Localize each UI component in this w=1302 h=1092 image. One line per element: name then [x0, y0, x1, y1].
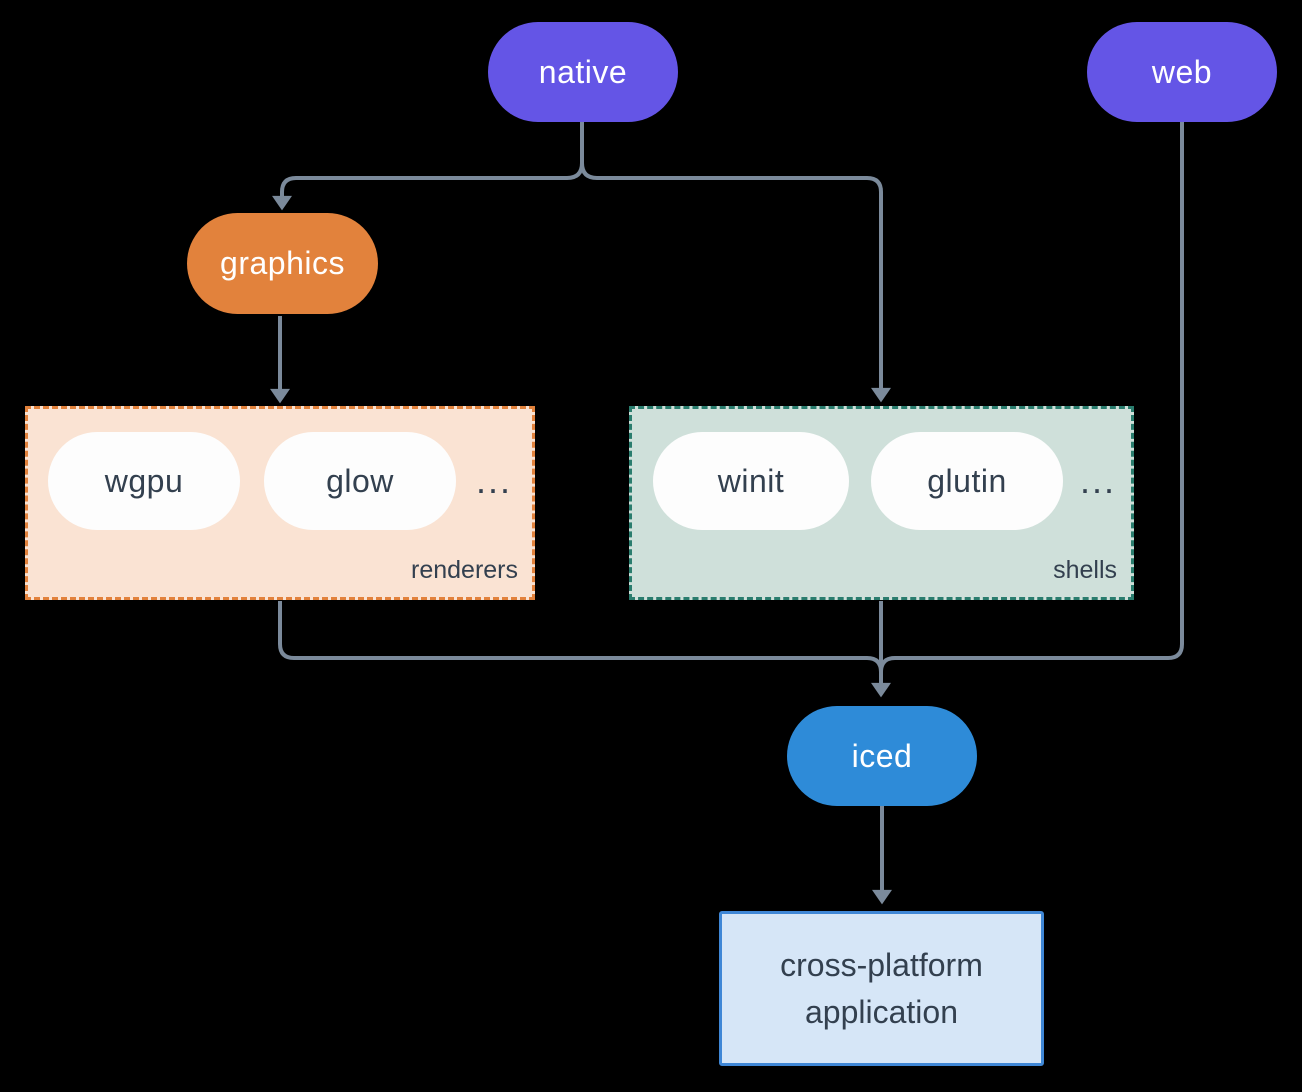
node-iced: iced [787, 706, 977, 806]
app-label-line1: cross-platform [780, 946, 983, 983]
edge-native-to-shells [580, 122, 891, 403]
node-cross-platform-application: cross-platform application [719, 911, 1044, 1066]
node-wgpu: wgpu [48, 432, 240, 530]
shells-ellipsis: ... [1080, 460, 1117, 501]
renderers-ellipsis: ... [476, 460, 513, 501]
node-graphics: graphics [187, 213, 378, 314]
shells-group-label: shells [1053, 556, 1117, 584]
node-native: native [488, 22, 678, 122]
edge-native-to-graphics [272, 122, 584, 211]
node-web: web [1087, 22, 1277, 122]
node-glow: glow [264, 432, 456, 530]
app-label-line2: application [805, 993, 958, 1030]
edge-renderers-to-junction [278, 601, 883, 673]
node-winit: winit [653, 432, 849, 530]
group-renderers: wgpu glow ... renderers [25, 406, 535, 600]
node-glutin: glutin [871, 432, 1063, 530]
group-shells: winit glutin ... shells [629, 406, 1134, 600]
renderers-group-label: renderers [411, 556, 518, 584]
